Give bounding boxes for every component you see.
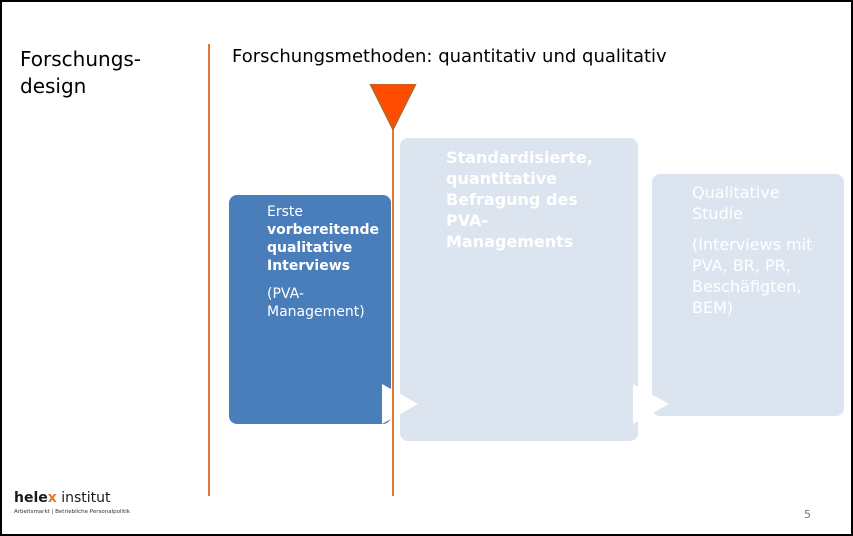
page-number: 5 bbox=[804, 508, 811, 521]
step3-note-line-4: BEM) bbox=[692, 298, 734, 317]
step2-text-line-4: PVA- bbox=[446, 211, 489, 230]
step1-note-management: Management) bbox=[267, 304, 365, 320]
slide-headline: Forschungsmethoden: quantitativ und qual… bbox=[232, 46, 667, 67]
step3-note-line-1: (Interviews mit bbox=[692, 235, 813, 254]
logo-tagline: Arbeitsmarkt | Betriebliche Personalpoli… bbox=[14, 509, 130, 515]
step1-note-pva: (PVA- bbox=[267, 286, 304, 302]
step-box-qualitative-study: Qualitative Studie (Interviews mit PVA, … bbox=[652, 174, 844, 416]
step3-title-studie: Studie bbox=[692, 204, 744, 223]
step-box-quantitative-survey: Standardisierte, quantitative Befragung … bbox=[400, 138, 638, 441]
section-title-line-2: design bbox=[20, 74, 87, 98]
timeline-marker-line bbox=[392, 120, 394, 496]
vertical-divider bbox=[208, 44, 210, 496]
chevron-right-icon bbox=[382, 384, 418, 424]
step2-text-line-5: Managements bbox=[446, 232, 574, 251]
step2-text-line-2: quantitative bbox=[446, 169, 558, 188]
step1-text-vorbereitende: vorbereitende bbox=[267, 222, 380, 238]
section-title-line-1: Forschungs- bbox=[20, 47, 142, 71]
step3-note-line-2: PVA, BR, PR, bbox=[692, 256, 791, 275]
chevron-right-icon bbox=[633, 384, 669, 424]
step-box-first-interviews: Erste vorbereitende qualitative Intervie… bbox=[229, 195, 391, 424]
helex-logo: helex institut Arbeitsmarkt | Betrieblic… bbox=[14, 490, 130, 515]
step2-text-line-3: Befragung des bbox=[446, 190, 578, 209]
step2-text-line-1: Standardisierte, bbox=[446, 148, 593, 167]
step1-text-erste: Erste bbox=[267, 204, 303, 220]
step3-note-line-3: Beschäfigten, bbox=[692, 277, 802, 296]
section-title: Forschungs- design bbox=[20, 46, 141, 100]
logo-wordmark: helex institut bbox=[14, 490, 111, 506]
step3-title-qualitative: Qualitative bbox=[692, 183, 780, 202]
step1-text-interviews: Interviews bbox=[267, 258, 350, 274]
down-triangle-marker-icon bbox=[369, 84, 417, 130]
step1-text-qualitative: qualitative bbox=[267, 240, 353, 256]
